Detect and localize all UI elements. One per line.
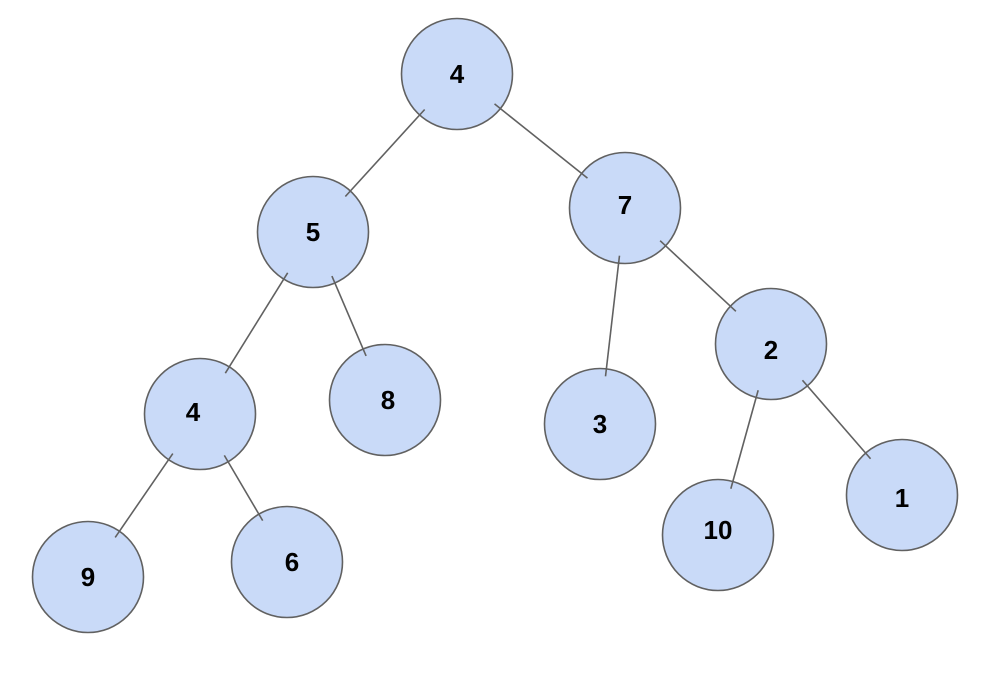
tree-node-circle [143, 357, 257, 471]
tree-edge [331, 275, 367, 357]
tree-node-label: 8 [381, 385, 395, 415]
tree-node-label: 7 [618, 190, 632, 220]
tree-node-circle [256, 175, 370, 289]
tree-node-label: 5 [306, 217, 320, 247]
tree-edge [659, 240, 737, 312]
tree-node-circle [845, 438, 959, 552]
tree-node-circle [230, 505, 344, 619]
tree-edge [224, 272, 289, 374]
tree-node-label: 1 [895, 483, 909, 513]
tree-edge [344, 108, 426, 198]
tree-edge [114, 453, 174, 538]
tree-node-circle [31, 520, 145, 634]
tree-node-label: 9 [81, 562, 95, 592]
tree-node-label: 4 [186, 397, 201, 427]
tree-node-circle [714, 287, 828, 401]
tree-node-circle [400, 17, 514, 131]
tree-edge [730, 390, 759, 489]
tree-edge [223, 454, 264, 522]
tree-node-circle [568, 151, 682, 265]
tree-node-label: 2 [764, 335, 778, 365]
tree-edge [494, 103, 588, 179]
tree-edge [801, 379, 872, 460]
tree-node-label: 3 [593, 409, 607, 439]
tree-node-label: 10 [704, 515, 733, 545]
tree-edge [604, 255, 621, 377]
tree-node-circle [328, 343, 442, 457]
tree-node-circle [543, 367, 657, 481]
tree-node-circle [661, 478, 775, 592]
tree-node-label: 6 [285, 547, 299, 577]
tree-node-label: 4 [450, 59, 465, 89]
